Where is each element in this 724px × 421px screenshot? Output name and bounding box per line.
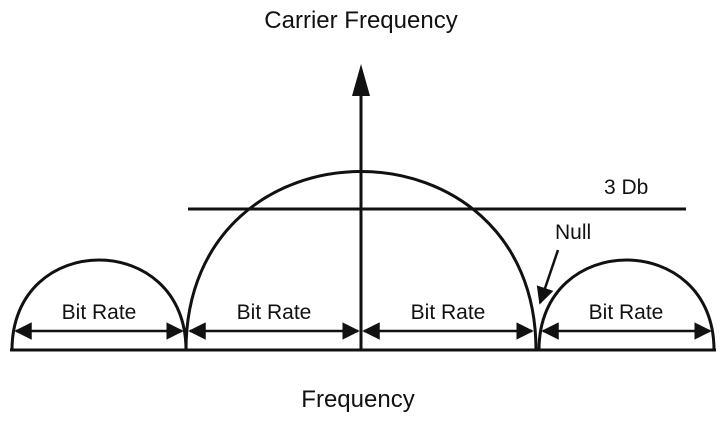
right-side-lobe — [537, 258, 716, 351]
carrier-frequency-title: Carrier Frequency — [264, 7, 457, 34]
bit-rate-label-3: Bit Rate — [411, 301, 486, 324]
threshold-3db-label: 3 Db — [604, 176, 648, 199]
null-label: Null — [555, 221, 591, 244]
main-lobe — [184, 170, 538, 351]
left-side-lobe — [10, 258, 188, 351]
bit-rate-label-1: Bit Rate — [62, 301, 137, 324]
carrier-axis-arrowhead — [352, 64, 370, 96]
bit-rate-label-2: Bit Rate — [237, 301, 312, 324]
frequency-axis-label: Frequency — [301, 386, 414, 413]
bit-rate-label-4: Bit Rate — [589, 301, 664, 324]
null-pointer-arrow — [536, 249, 560, 305]
